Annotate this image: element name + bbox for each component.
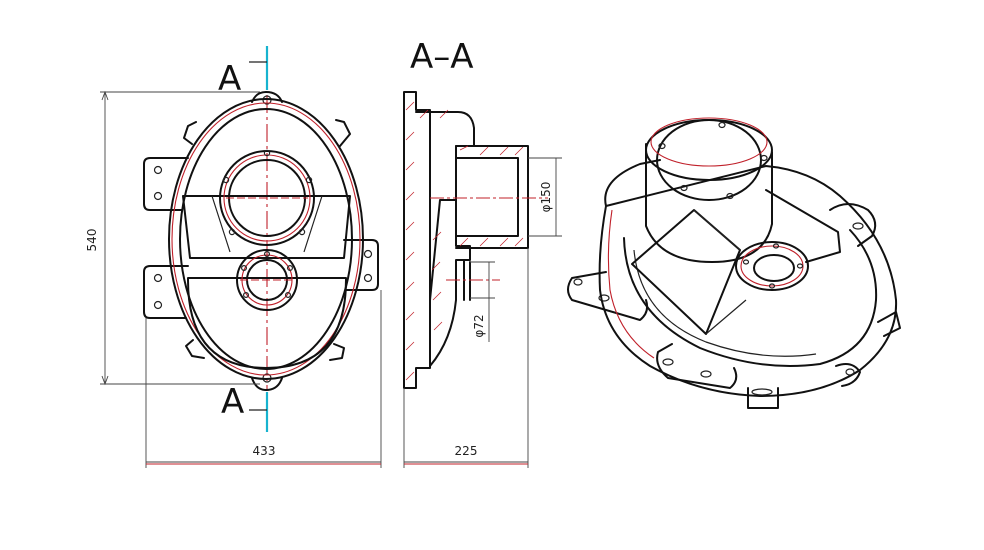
front-wedge	[182, 195, 351, 259]
section-mark-top: A	[218, 59, 241, 99]
dim-depth-label: 225	[455, 444, 478, 458]
section-body	[415, 111, 475, 367]
section-view: A–A φ150	[403, 37, 562, 468]
front-inner-rim	[179, 108, 353, 370]
dim-outlet-diameter-label: φ150	[539, 182, 553, 213]
iso-small-bore	[735, 241, 809, 291]
section-outlet-tube	[455, 145, 529, 249]
iso-wedge	[631, 209, 741, 335]
dim-depth: 225	[403, 248, 529, 468]
front-view: A A	[85, 46, 382, 468]
mounting-lugs	[143, 91, 379, 391]
dim-outlet-diameter: φ150	[528, 157, 562, 237]
section-flange	[403, 91, 431, 389]
isometric-view	[567, 117, 901, 409]
iso-bottom-boss	[747, 387, 779, 409]
front-outer-rim	[168, 98, 364, 380]
dim-height: 540	[85, 90, 260, 386]
dim-inlet-diameter: φ72	[470, 261, 495, 342]
section-view-title: A–A	[410, 37, 474, 77]
iso-outlet-tube	[645, 143, 773, 263]
iso-body-outer	[598, 159, 898, 397]
dim-width-label: 433	[253, 444, 276, 458]
dim-height-label: 540	[85, 229, 99, 252]
iso-lug-right	[829, 203, 877, 247]
section-hatching	[405, 101, 524, 381]
section-mark-bottom: A	[221, 382, 244, 422]
iso-outlet-rim	[645, 119, 773, 181]
front-inner-chamber	[187, 277, 347, 369]
dim-width: 433	[145, 290, 382, 468]
dim-inlet-diameter-label: φ72	[472, 314, 486, 337]
iso-body-rim	[623, 229, 878, 367]
iso-lug-bottom	[656, 343, 738, 389]
front-small-bore	[236, 249, 298, 311]
